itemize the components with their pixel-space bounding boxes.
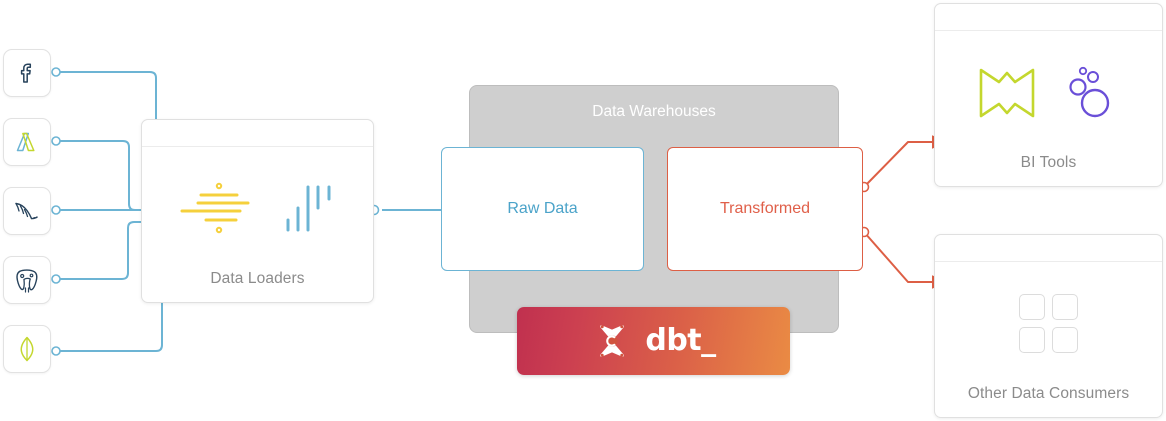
card-bi-tools[interactable]: BI Tools	[934, 3, 1163, 187]
card-other-data-consumers[interactable]: Other Data Consumers	[934, 234, 1163, 418]
grid-square	[1019, 294, 1045, 320]
source-tile-mongodb[interactable]	[3, 325, 51, 373]
postgresql-icon	[16, 269, 38, 293]
fivetran-icon	[180, 182, 249, 233]
mode-icon	[979, 68, 1034, 117]
loader-logos	[142, 147, 373, 270]
raw-data-label: Raw Data	[507, 200, 578, 217]
dbt-wordmark: dbt_	[645, 323, 716, 358]
other-data-consumers-caption: Other Data Consumers	[967, 385, 1130, 402]
stitch-icon	[286, 185, 330, 231]
dbt-logo-icon	[600, 325, 625, 357]
source-tile-facebook[interactable]	[3, 49, 51, 97]
grid-squares-icon	[1019, 294, 1078, 353]
connector-postgresql	[55, 221, 241, 280]
other-consumer-logos	[935, 262, 1162, 385]
looker-icon	[1068, 66, 1109, 117]
transformed-box[interactable]: Transformed	[667, 147, 863, 271]
mongodb-icon	[20, 336, 34, 362]
google-ads-icon	[16, 132, 35, 152]
card-header-bar	[935, 4, 1162, 31]
grid-square	[1052, 294, 1078, 320]
grid-square	[1019, 327, 1045, 353]
card-body: Other Data Consumers	[935, 262, 1162, 417]
source-tile-mysql[interactable]	[3, 187, 51, 235]
facebook-icon	[20, 63, 32, 83]
card-header-bar	[142, 120, 373, 147]
source-tile-postgresql[interactable]	[3, 256, 51, 304]
grid-square	[1052, 327, 1078, 353]
card-header-bar	[935, 235, 1162, 262]
bi-tools-caption: BI Tools	[1020, 154, 1077, 171]
connector-source-dots	[51, 67, 61, 356]
card-body: BI Tools	[935, 31, 1162, 186]
data-loaders-caption: Data Loaders	[210, 270, 305, 287]
dbt-banner[interactable]: dbt_	[517, 307, 790, 375]
card-data-loaders[interactable]: Data Loaders	[141, 119, 374, 303]
transformed-label: Transformed	[719, 200, 811, 217]
bi-tool-logos	[935, 31, 1162, 154]
data-warehouses-title: Data Warehouses	[592, 103, 716, 120]
source-tile-google-ads[interactable]	[3, 118, 51, 166]
raw-data-box[interactable]: Raw Data	[441, 147, 644, 271]
card-body: Data Loaders	[142, 147, 373, 302]
mysql-icon	[15, 202, 38, 220]
